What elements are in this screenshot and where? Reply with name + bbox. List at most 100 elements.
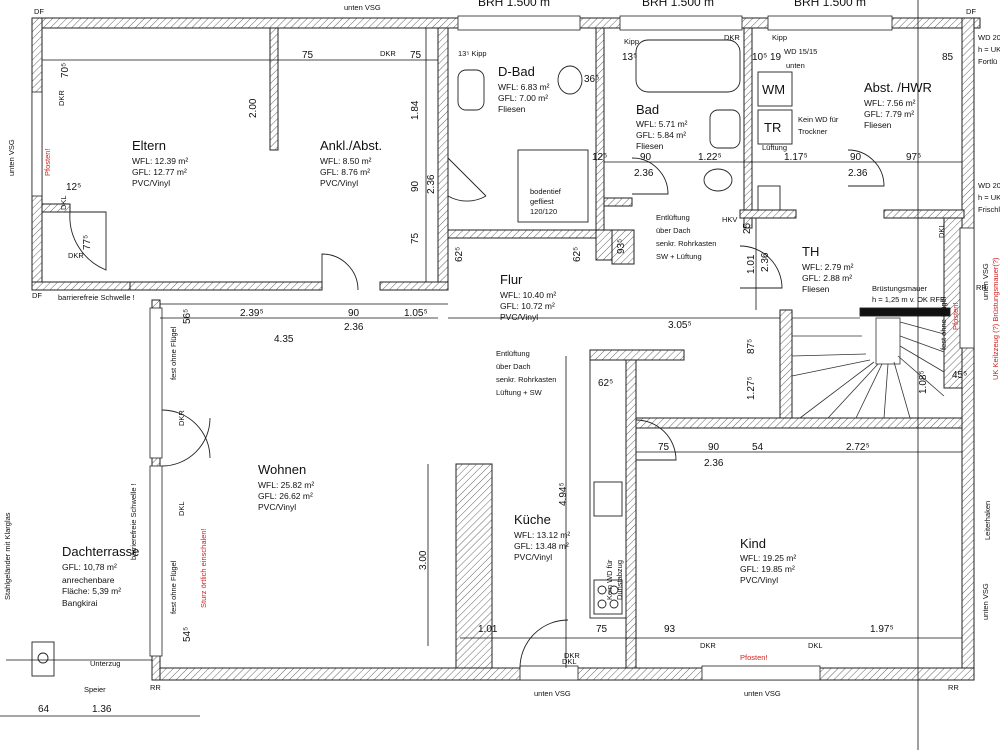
window-height-label: BRH 1.500 m — [642, 0, 714, 9]
annotations: Kipp Kipp unten WD 15/15 WD 20 h = UK Fo… — [3, 3, 1000, 698]
df-label: DF — [32, 291, 42, 300]
room-wfl: WFL: 6.83 m² — [498, 82, 550, 92]
dim-label: 93⁵ — [616, 239, 627, 254]
window-top-right — [767, 15, 893, 31]
room-wfl: WFL: 12.39 m² — [132, 156, 188, 166]
dunst-note: Dunstabzug — [615, 560, 624, 600]
dunst-note: Kein WD für — [605, 559, 614, 600]
window-bottom-kind — [701, 665, 821, 681]
df-label: DF — [966, 7, 976, 16]
room-name: Ankl./Abst. — [320, 138, 382, 153]
window-left-eltern — [31, 91, 43, 197]
fest-label: fest ohne Flügel — [169, 560, 178, 614]
vent-note: über Dach — [656, 226, 691, 235]
room-eltern: Eltern WFL: 12.39 m² GFL: 12.77 m² PVC/V… — [132, 138, 188, 188]
window-living-left-2 — [149, 465, 163, 657]
bruestung-note: h = 1,25 m v. OK RFB — [872, 295, 945, 304]
room-terrasse: Dachterrasse GFL: 10,78 m² anrechenbare … — [62, 544, 139, 608]
schwelle-label: barrierefreie Schwelle ! — [129, 483, 138, 560]
dim-label: 3.05⁵ — [668, 320, 692, 331]
wall-dbad-bottom — [447, 229, 605, 239]
dim-label: 75 — [410, 50, 422, 61]
stair-line — [791, 353, 867, 357]
dim-label: 25 — [742, 222, 753, 234]
room-name: Abst. /HWR — [864, 80, 932, 95]
wd-label: h = UK — [978, 193, 1000, 202]
room-name: TH — [802, 244, 819, 259]
bathtub — [635, 39, 741, 93]
stair-line — [799, 361, 875, 419]
window-top-mid — [619, 15, 743, 31]
kitchen-hob — [593, 579, 623, 615]
room-dbad: D-Bad WFL: 6.83 m² GFL: 7.00 m² Fliesen — [498, 64, 550, 114]
shower-note: gefliest — [530, 197, 555, 206]
room-floor: Fliesen — [498, 104, 526, 114]
door-terrace-1 — [161, 409, 211, 459]
boiler — [757, 185, 781, 211]
vsg-label: unten VSG — [344, 3, 381, 12]
pfosten-label: Pfosten! — [740, 653, 768, 662]
room-wohnen: Wohnen WFL: 25.82 m² GFL: 26.62 m² PVC/V… — [258, 462, 314, 512]
vent-note: senkr. Rohrkasten — [656, 239, 716, 248]
vent-note: Entlüftung — [656, 213, 690, 222]
dim-label: 90 — [708, 442, 720, 453]
room-gfl: GFL: 7.00 m² — [498, 93, 548, 103]
window-right-th — [959, 227, 975, 349]
dim-label: 62⁵ — [598, 378, 613, 389]
room-abst-hwr: Abst. /HWR WFL: 7.56 m² GFL: 7.79 m² Fli… — [864, 80, 932, 130]
room-wfl: WFL: 13.12 m² — [514, 530, 570, 540]
dim-label: 75 — [596, 624, 608, 635]
vent-note: Lüftung + SW — [496, 388, 543, 397]
dim-label: 2.36 — [760, 252, 771, 272]
kitchen-sink — [593, 481, 623, 517]
df-label: DF — [34, 7, 44, 16]
window-height-label: BRH 1.500 m — [478, 0, 550, 9]
wd-label: Frischl — [978, 205, 1000, 214]
hob-plate-1 — [597, 585, 607, 595]
room-wfl: WFL: 7.56 m² — [864, 98, 916, 108]
rr-label: RR — [976, 283, 987, 292]
dim-label: 75 — [658, 442, 670, 453]
room-kind: Kind WFL: 19.25 m² GFL: 19.85 m² PVC/Vin… — [740, 536, 796, 585]
stair-line — [899, 321, 945, 335]
door-dbad — [447, 157, 487, 202]
vsg-label: unten VSG — [744, 689, 781, 698]
dim-label: 1.27⁵ — [746, 376, 757, 400]
dkr-label: DKR — [700, 641, 716, 650]
wall-dbad-bad — [595, 27, 605, 239]
dim-label: 90 — [640, 152, 652, 163]
uk-label: UK Keilzzeug (?) Brüstungsmauer(?) — [991, 257, 1000, 380]
room-wfl: WFL: 25.82 m² — [258, 480, 314, 490]
dim-label: 1.08⁵ — [918, 370, 929, 394]
wd-label: WD 20 — [978, 181, 1000, 190]
dkl-label: DKL — [562, 657, 577, 666]
stair-line — [791, 359, 871, 377]
dim-label: 1.97⁵ — [870, 624, 894, 635]
washing-machine — [757, 71, 793, 107]
window-bottom-kitchen — [519, 665, 579, 681]
kipp-label: Kipp — [772, 33, 787, 42]
stair-line — [899, 335, 945, 353]
dim-label: 1.01 — [746, 254, 757, 274]
fest-label: fest ohne Flügel — [939, 296, 948, 350]
dim-label: 13⁵ Kipp — [458, 49, 487, 58]
door-kind — [635, 419, 677, 461]
dkl-label: DKL — [937, 223, 946, 238]
toilet-dbad — [557, 65, 583, 95]
terrace-post — [31, 641, 55, 677]
room-bad: Bad WFL: 5.71 m² GFL: 5.84 m² Fliesen — [636, 102, 688, 151]
dim-label: 12⁵ — [66, 182, 81, 193]
doors — [69, 149, 885, 669]
speier-label: Speier — [84, 685, 106, 694]
door-eltern-terrace — [69, 211, 107, 271]
unterzug-label: Unterzug — [90, 659, 120, 668]
wall-hwr-bottom — [883, 209, 965, 219]
dkl-label: DKL — [177, 501, 186, 516]
dkr-label: DKR — [564, 651, 580, 660]
dim-label: 1.22⁵ — [698, 152, 722, 163]
room-floor: PVC/Vinyl — [320, 178, 358, 188]
wall-th-left — [739, 209, 797, 219]
dim-label: 90 — [850, 152, 862, 163]
dim-label: 93 — [664, 624, 676, 635]
